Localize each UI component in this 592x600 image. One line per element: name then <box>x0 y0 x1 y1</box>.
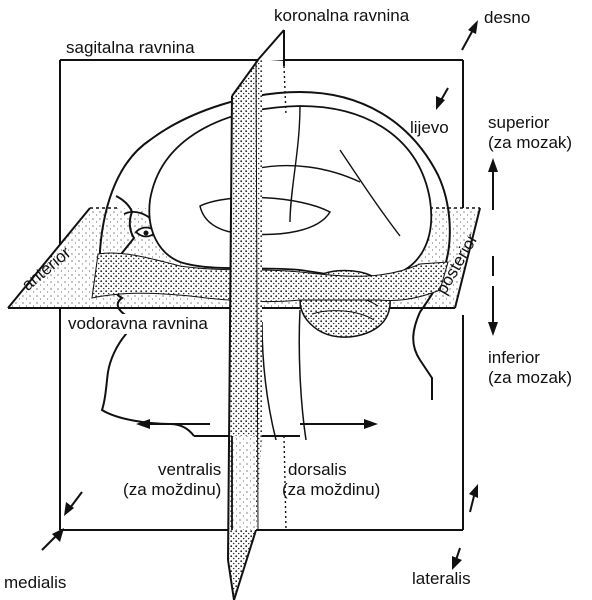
superior-text: superior <box>488 113 572 133</box>
lateral-arrow <box>452 484 478 570</box>
ventral-label: ventralis (za moždinu) <box>122 460 221 499</box>
ventral-note: (za moždinu) <box>122 480 221 500</box>
medial-label: medialis <box>4 573 66 593</box>
dorsal-arrow <box>300 419 378 429</box>
right-left-arrow <box>436 20 478 110</box>
ventral-arrow <box>136 419 210 429</box>
right-direction-label: desno <box>484 8 530 28</box>
sagittal-plane-label: sagitalna ravnina <box>66 38 195 58</box>
superior-note: (za mozak) <box>488 133 572 153</box>
inferior-label: inferior (za mozak) <box>488 348 572 387</box>
dorsal-text: dorsalis <box>282 460 380 480</box>
left-direction-label: lijevo <box>410 118 449 138</box>
dorsal-label: dorsalis (za moždinu) <box>282 460 380 499</box>
coronal-plane-label: koronalna ravnina <box>274 6 409 26</box>
ventral-text: ventralis <box>122 460 221 480</box>
horizontal-plane-label: vodoravna ravnina <box>66 314 210 334</box>
dorsal-note: (za moždinu) <box>282 480 380 500</box>
superior-inferior-arrow <box>488 158 498 336</box>
lateral-label: lateralis <box>412 569 471 589</box>
superior-label: superior (za mozak) <box>488 113 572 152</box>
inferior-note: (za mozak) <box>488 368 572 388</box>
medial-arrow <box>42 492 82 550</box>
inferior-text: inferior <box>488 348 572 368</box>
